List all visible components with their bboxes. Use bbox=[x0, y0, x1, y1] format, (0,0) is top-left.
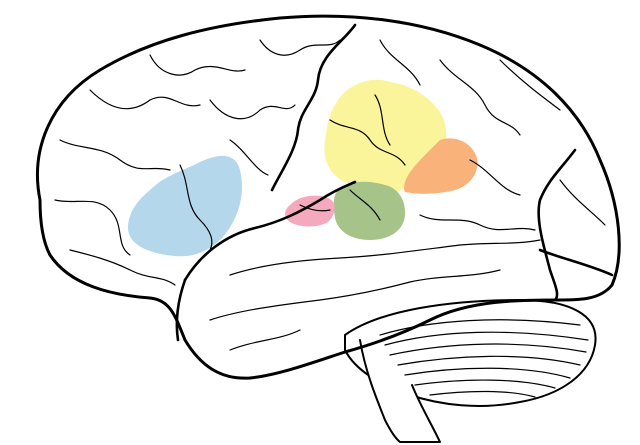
parieto-occipital-sulcus bbox=[537, 148, 577, 302]
brainstem bbox=[359, 339, 441, 443]
gyri-sulci bbox=[54, 39, 606, 351]
central-sulcus bbox=[270, 23, 357, 192]
region-blue bbox=[128, 155, 242, 257]
lateral-sulcus bbox=[183, 180, 357, 282]
region-yellow bbox=[324, 79, 447, 193]
occipital-sulcus bbox=[538, 248, 614, 277]
temporal-boundary bbox=[175, 278, 187, 342]
cerebrum-outline bbox=[36, 14, 621, 380]
region-pink bbox=[285, 195, 335, 227]
region-green bbox=[333, 181, 406, 240]
region-orange bbox=[404, 138, 478, 194]
cerebellum-folia bbox=[379, 319, 589, 398]
